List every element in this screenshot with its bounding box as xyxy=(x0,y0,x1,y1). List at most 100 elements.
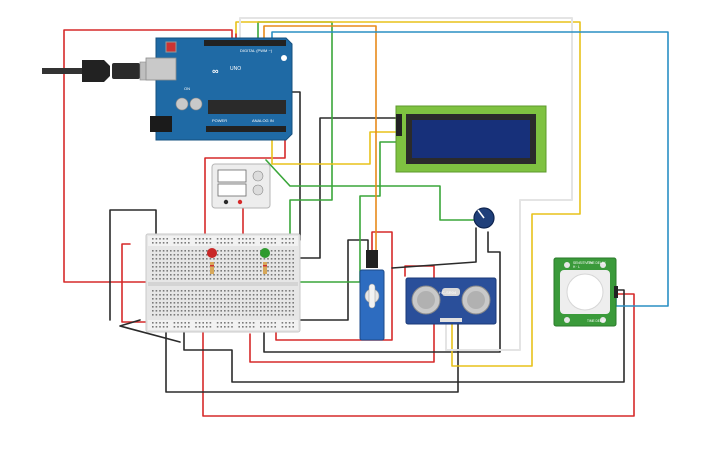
breadboard-hole xyxy=(234,310,237,312)
breadboard-hole xyxy=(238,270,240,272)
breadboard-hole xyxy=(234,294,237,296)
breadboard-hole xyxy=(267,266,269,268)
breadboard-hole xyxy=(220,306,222,308)
breadboard-hole xyxy=(152,290,154,292)
lcd-screen xyxy=(412,120,530,158)
breadboard-hole xyxy=(238,258,240,260)
breadboard-hole xyxy=(173,314,176,316)
breadboard-hole xyxy=(249,310,251,312)
breadboard-hole xyxy=(173,250,176,252)
lcd-display[interactable] xyxy=(395,105,547,173)
breadboard-hole xyxy=(191,298,194,300)
breadboard-hole xyxy=(270,290,273,292)
breadboard-hole xyxy=(216,278,219,280)
breadboard-hole xyxy=(152,278,154,280)
breadboard-hole xyxy=(278,262,280,264)
breadboard-hole xyxy=(227,258,230,260)
breadboard-hole xyxy=(202,262,204,264)
breadboard-hole xyxy=(245,326,248,328)
breadboard-hole xyxy=(206,310,208,312)
breadboard-hole xyxy=(231,298,233,300)
breadboard-hole xyxy=(249,262,251,264)
pir-sensor[interactable]: SENSITIVITY H · L TIME DELAY TIME DELAY xyxy=(553,257,618,327)
breadboard-hole xyxy=(180,242,183,244)
breadboard-hole xyxy=(270,254,273,256)
breadboard-hole xyxy=(191,274,194,276)
breadboard-hole xyxy=(188,326,190,328)
pir-pot-time[interactable] xyxy=(600,262,606,268)
breadboard-hole xyxy=(281,242,284,244)
breadboard-hole xyxy=(198,270,201,272)
breadboard[interactable] xyxy=(145,233,301,333)
breadboard-hole xyxy=(216,250,219,252)
breadboard-hole xyxy=(209,322,212,324)
multimeter-dial-2[interactable] xyxy=(252,184,264,196)
breadboard-hole xyxy=(152,302,154,304)
breadboard-hole xyxy=(166,306,168,308)
breadboard-hole xyxy=(274,322,276,324)
breadboard-hole xyxy=(274,238,276,240)
wire-black-gnd-2 xyxy=(109,209,157,321)
green-led[interactable] xyxy=(260,248,270,274)
breadboard-hole xyxy=(220,274,222,276)
breadboard-hole xyxy=(198,250,201,252)
breadboard-hole xyxy=(263,258,266,260)
multimeter[interactable] xyxy=(211,163,271,209)
breadboard-hole xyxy=(238,262,240,264)
breadboard-hole xyxy=(173,262,176,264)
breadboard-hole xyxy=(213,298,215,300)
breadboard-hole xyxy=(152,322,154,324)
reset-button[interactable] xyxy=(165,41,177,53)
red-led-bulb xyxy=(207,248,217,258)
breadboard-hole xyxy=(256,298,258,300)
breadboard-hole xyxy=(184,262,186,264)
ultrasonic-sensor[interactable]: HC-SR04 xyxy=(405,277,497,325)
breadboard-hole xyxy=(198,298,201,300)
breadboard-hole xyxy=(177,298,179,300)
breadboard-hole xyxy=(249,294,251,296)
servo-motor[interactable] xyxy=(359,250,385,341)
breadboard-hole xyxy=(209,314,212,316)
breadboard-hole xyxy=(252,298,255,300)
multimeter-dial-1[interactable] xyxy=(252,170,264,182)
breadboard-hole xyxy=(274,290,276,292)
breadboard-hole xyxy=(152,242,154,244)
breadboard-hole xyxy=(231,306,233,308)
multimeter-probe-red[interactable] xyxy=(237,199,243,205)
breadboard-hole xyxy=(292,306,294,308)
breadboard-hole xyxy=(263,310,266,312)
breadboard-hole xyxy=(256,314,258,316)
breadboard-hole xyxy=(220,326,222,328)
wire-yellow-lcd xyxy=(235,21,581,367)
breadboard-hole xyxy=(162,270,165,272)
breadboard-hole xyxy=(206,322,208,324)
breadboard-hole xyxy=(206,242,208,244)
breadboard-hole xyxy=(285,238,287,240)
breadboard-hole xyxy=(180,254,183,256)
potentiometer[interactable] xyxy=(473,207,495,229)
breadboard-hole xyxy=(288,258,291,260)
analog-header xyxy=(206,126,286,132)
breadboard-hole xyxy=(206,274,208,276)
breadboard-hole xyxy=(166,302,168,304)
breadboard-hole xyxy=(159,262,161,264)
breadboard-hole xyxy=(206,266,208,268)
breadboard-hole xyxy=(267,274,269,276)
breadboard-hole xyxy=(155,310,158,312)
breadboard-hole xyxy=(260,298,262,300)
breadboard-hole xyxy=(191,314,194,316)
breadboard-hole xyxy=(188,266,190,268)
breadboard-hole xyxy=(249,298,251,300)
breadboard-hole xyxy=(256,250,258,252)
breadboard-hole xyxy=(184,242,186,244)
arduino-uno[interactable]: ∞ UNO DIGITAL (PWM ~) POWER ANALOG IN ON xyxy=(145,37,293,141)
wire-black-pot-2 xyxy=(391,227,477,269)
pir-pot-sensitivity[interactable] xyxy=(564,262,570,268)
breadboard-hole xyxy=(267,290,269,292)
breadboard-hole xyxy=(263,314,266,316)
breadboard-hole xyxy=(249,258,251,260)
breadboard-hole xyxy=(162,262,165,264)
multimeter-probe-black[interactable] xyxy=(223,199,229,205)
breadboard-hole xyxy=(184,310,186,312)
red-led[interactable] xyxy=(207,248,217,274)
